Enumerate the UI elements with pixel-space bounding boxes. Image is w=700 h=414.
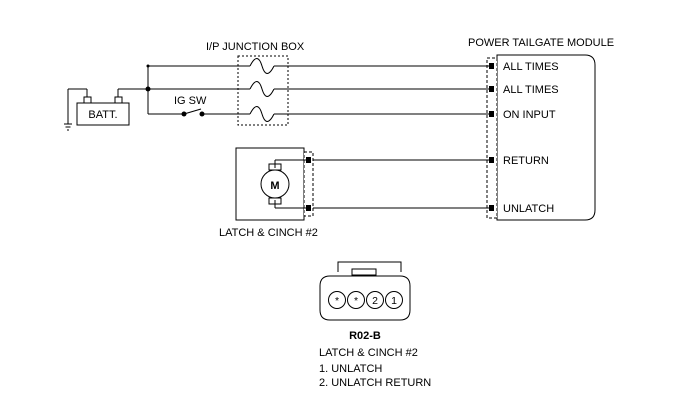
connector-legend-2: 2. UNLATCH RETURN — [319, 377, 431, 389]
ig-sw-label: IG SW — [174, 95, 207, 107]
ig-switch — [181, 108, 205, 117]
latch-label: LATCH & CINCH #2 — [219, 227, 318, 239]
junction-box — [237, 55, 289, 126]
junction-box-label: I/P JUNCTION BOX — [206, 41, 305, 53]
connector-pin-1: * — [335, 295, 339, 307]
splice-dot — [146, 64, 150, 68]
connector-id: R02-B — [349, 330, 381, 342]
latch-cinch-component — [235, 147, 314, 221]
module-label: POWER TAILGATE MODULE — [468, 37, 614, 49]
motor-label: M — [270, 180, 279, 192]
fuse-1 — [249, 58, 275, 74]
connector-pin-4: 1 — [391, 295, 397, 307]
fuse-3 — [249, 106, 275, 122]
battery — [64, 88, 130, 131]
module-pin-3 — [489, 111, 494, 117]
connector-name: LATCH & CINCH #2 — [319, 347, 418, 359]
module-pin-label-2: ALL TIMES — [503, 84, 559, 96]
connector-legend-1: 1. UNLATCH — [319, 363, 382, 375]
module-pin-label-4: RETURN — [503, 155, 549, 167]
battery-label: BATT. — [88, 109, 117, 121]
splice-dot — [145, 86, 151, 92]
connector-pin-3: 2 — [372, 295, 378, 307]
module-pin-2 — [489, 86, 494, 92]
module-pin-label-1: ALL TIMES — [503, 61, 559, 73]
fuse-2 — [249, 81, 275, 97]
connector-face — [319, 261, 411, 321]
connector-pin-2: * — [354, 295, 358, 307]
module-pin-4 — [489, 157, 494, 163]
module-pin-5 — [489, 205, 494, 211]
module-pin-1 — [489, 63, 494, 69]
wires — [118, 65, 489, 209]
module-pin-label-5: UNLATCH — [503, 203, 554, 215]
power-tailgate-module — [486, 54, 596, 221]
module-pin-label-3: ON INPUT — [503, 109, 556, 121]
